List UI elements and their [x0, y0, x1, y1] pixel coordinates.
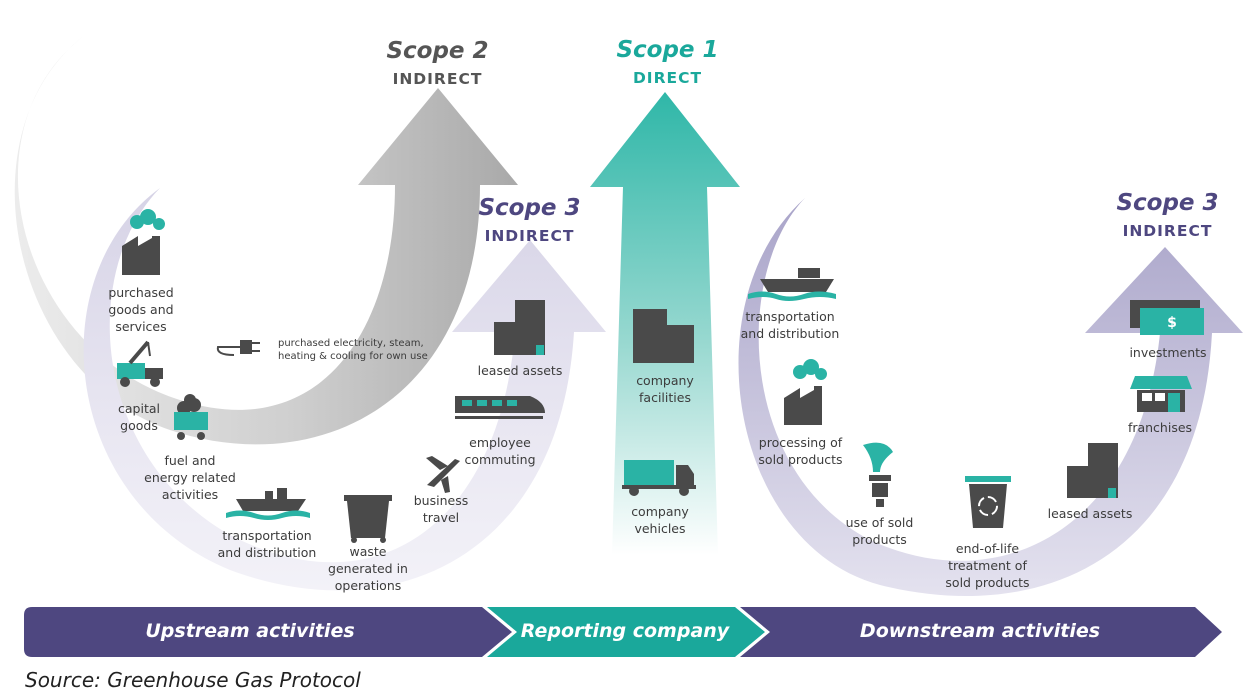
label-upstream-transport: transportation and distribution [217, 528, 317, 560]
label-downstream-transport: transportation and distribution [740, 309, 840, 341]
train-icon [455, 396, 545, 419]
scope1-title: Scope 1 [616, 37, 719, 63]
label-use-of-sold-products: use of sold products [845, 515, 914, 547]
band-downstream-label: Downstream activities [859, 620, 1101, 642]
company-building-icon [633, 309, 694, 363]
office-building-icon-downstream [1067, 443, 1118, 498]
label-employee-commuting: employee commuting [464, 435, 536, 467]
label-waste: waste generated in operations [328, 544, 408, 593]
band-reporting [487, 607, 765, 657]
label-business-travel: business travel [413, 493, 469, 525]
source-caption: Source: Greenhouse Gas Protocol [25, 668, 361, 692]
factory-icon [122, 209, 165, 275]
label-end-of-life: end-of-life treatment of sold products [945, 541, 1030, 590]
label-company-facilities: company facilities [636, 373, 694, 405]
storefront-icon [1130, 376, 1192, 412]
label-investments: investments [1129, 345, 1207, 360]
label-upstream-leased-assets: leased assets [477, 363, 563, 378]
label-downstream-leased-assets: leased assets [1047, 506, 1133, 521]
plug-icon [216, 340, 260, 356]
band-upstream [24, 607, 512, 657]
label-purchased-goods: purchased goods and services [108, 285, 174, 334]
band-downstream [740, 607, 1222, 657]
ship-icon [226, 488, 310, 520]
scope3-downstream-subtitle: INDIRECT [1122, 222, 1213, 240]
label-purchased-electricity: purchased electricity, steam, heating & … [278, 338, 428, 362]
scope2-title: Scope 2 [386, 38, 489, 64]
scope3-upstream-title: Scope 3 [478, 195, 581, 221]
scope3-upstream-subtitle: INDIRECT [484, 227, 575, 245]
ship-icon-downstream [748, 268, 836, 301]
factory-icon-downstream [784, 359, 827, 425]
recycle-bin-icon [965, 476, 1011, 528]
label-processing: processing of sold products [758, 435, 843, 467]
label-franchises: franchises [1127, 420, 1193, 435]
crane-truck-icon [117, 340, 163, 387]
scope2-subtitle: INDIRECT [392, 70, 483, 88]
scope3-downstream-title: Scope 3 [1116, 190, 1219, 216]
scope1-subtitle: DIRECT [632, 69, 703, 87]
waste-bin-icon [344, 495, 392, 543]
label-fuel-energy: fuel and energy related activities [144, 453, 236, 502]
scope3-upstream-arrow [83, 188, 607, 591]
label-capital-goods: capital goods [118, 401, 160, 433]
light-bulb-icon [863, 442, 893, 507]
band-upstream-label: Upstream activities [145, 620, 355, 642]
svg-text:$: $ [1167, 315, 1177, 331]
scope2-arrow [14, 35, 518, 445]
band-reporting-label: Reporting company [520, 620, 730, 642]
truck-icon [622, 460, 696, 496]
office-building-icon [494, 300, 545, 355]
airplane-icon [426, 456, 460, 493]
label-company-vehicles: company vehicles [631, 504, 689, 536]
money-icon: $ [1130, 300, 1204, 335]
coal-cart-icon [174, 394, 208, 440]
